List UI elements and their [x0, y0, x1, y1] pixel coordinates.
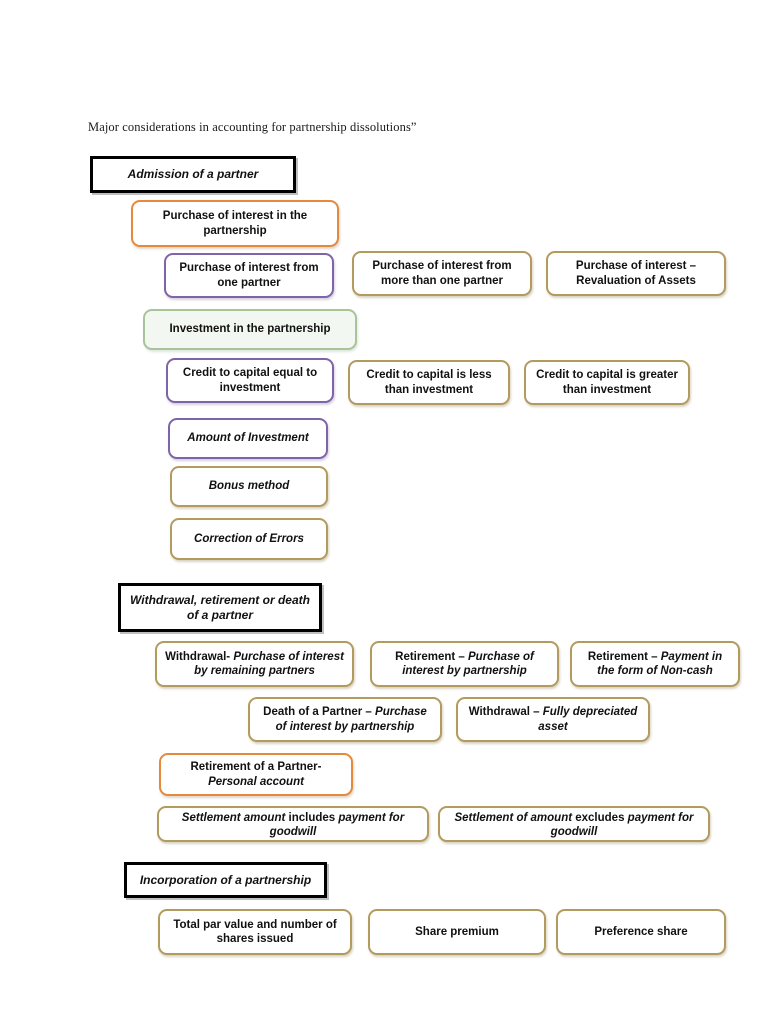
node-correction-of-errors: Correction of Errors: [170, 518, 328, 560]
node-credit-equal-to-investment: Credit to capital equal to investment: [166, 358, 334, 403]
group-parent-investment-in-partnership: Investment in the partnership: [143, 309, 357, 350]
node-withdrawal-fully-depreciated-asset: Withdrawal – Fully depreciated asset: [456, 697, 650, 742]
node-purchase-from-more-than-one-partner: Purchase of interest from more than one …: [352, 251, 532, 296]
node-share-premium: Share premium: [368, 909, 546, 955]
node-death-of-partner-purchase-by-partnership: Death of a Partner – Purchase of interes…: [248, 697, 442, 742]
node-total-par-value-shares-issued: Total par value and number of shares iss…: [158, 909, 352, 955]
node-credit-less-than-investment: Credit to capital is less than investmen…: [348, 360, 510, 405]
node-purchase-revaluation-of-assets: Purchase of interest – Revaluation of As…: [546, 251, 726, 296]
section-header-incorporation: Incorporation of a partnership: [124, 862, 327, 898]
node-bonus-method: Bonus method: [170, 466, 328, 507]
node-amount-of-investment: Amount of Investment: [168, 418, 328, 459]
node-credit-greater-than-investment: Credit to capital is greater than invest…: [524, 360, 690, 405]
node-preference-share: Preference share: [556, 909, 726, 955]
node-purchase-from-one-partner: Purchase of interest from one partner: [164, 253, 334, 298]
group-parent-purchase-of-interest: Purchase of interest in the partnership: [131, 200, 339, 247]
node-withdrawal-purchase-remaining-partners: Withdrawal- Purchase of interest by rema…: [155, 641, 354, 687]
diagram-caption: Major considerations in accounting for p…: [88, 120, 417, 134]
node-retirement-of-partner-personal-account: Retirement of a Partner- Personal accoun…: [159, 753, 353, 796]
section-header-withdrawal: Withdrawal, retirement or death of a par…: [118, 583, 322, 632]
node-retirement-payment-non-cash: Retirement – Payment in the form of Non-…: [570, 641, 740, 687]
node-retirement-purchase-by-partnership: Retirement – Purchase of interest by par…: [370, 641, 559, 687]
section-header-admission: Admission of a partner: [90, 156, 296, 193]
node-settlement-excludes-payment: Settlement of amount excludes payment fo…: [438, 806, 710, 842]
node-settlement-includes-payment: Settlement amount includes payment for g…: [157, 806, 429, 842]
